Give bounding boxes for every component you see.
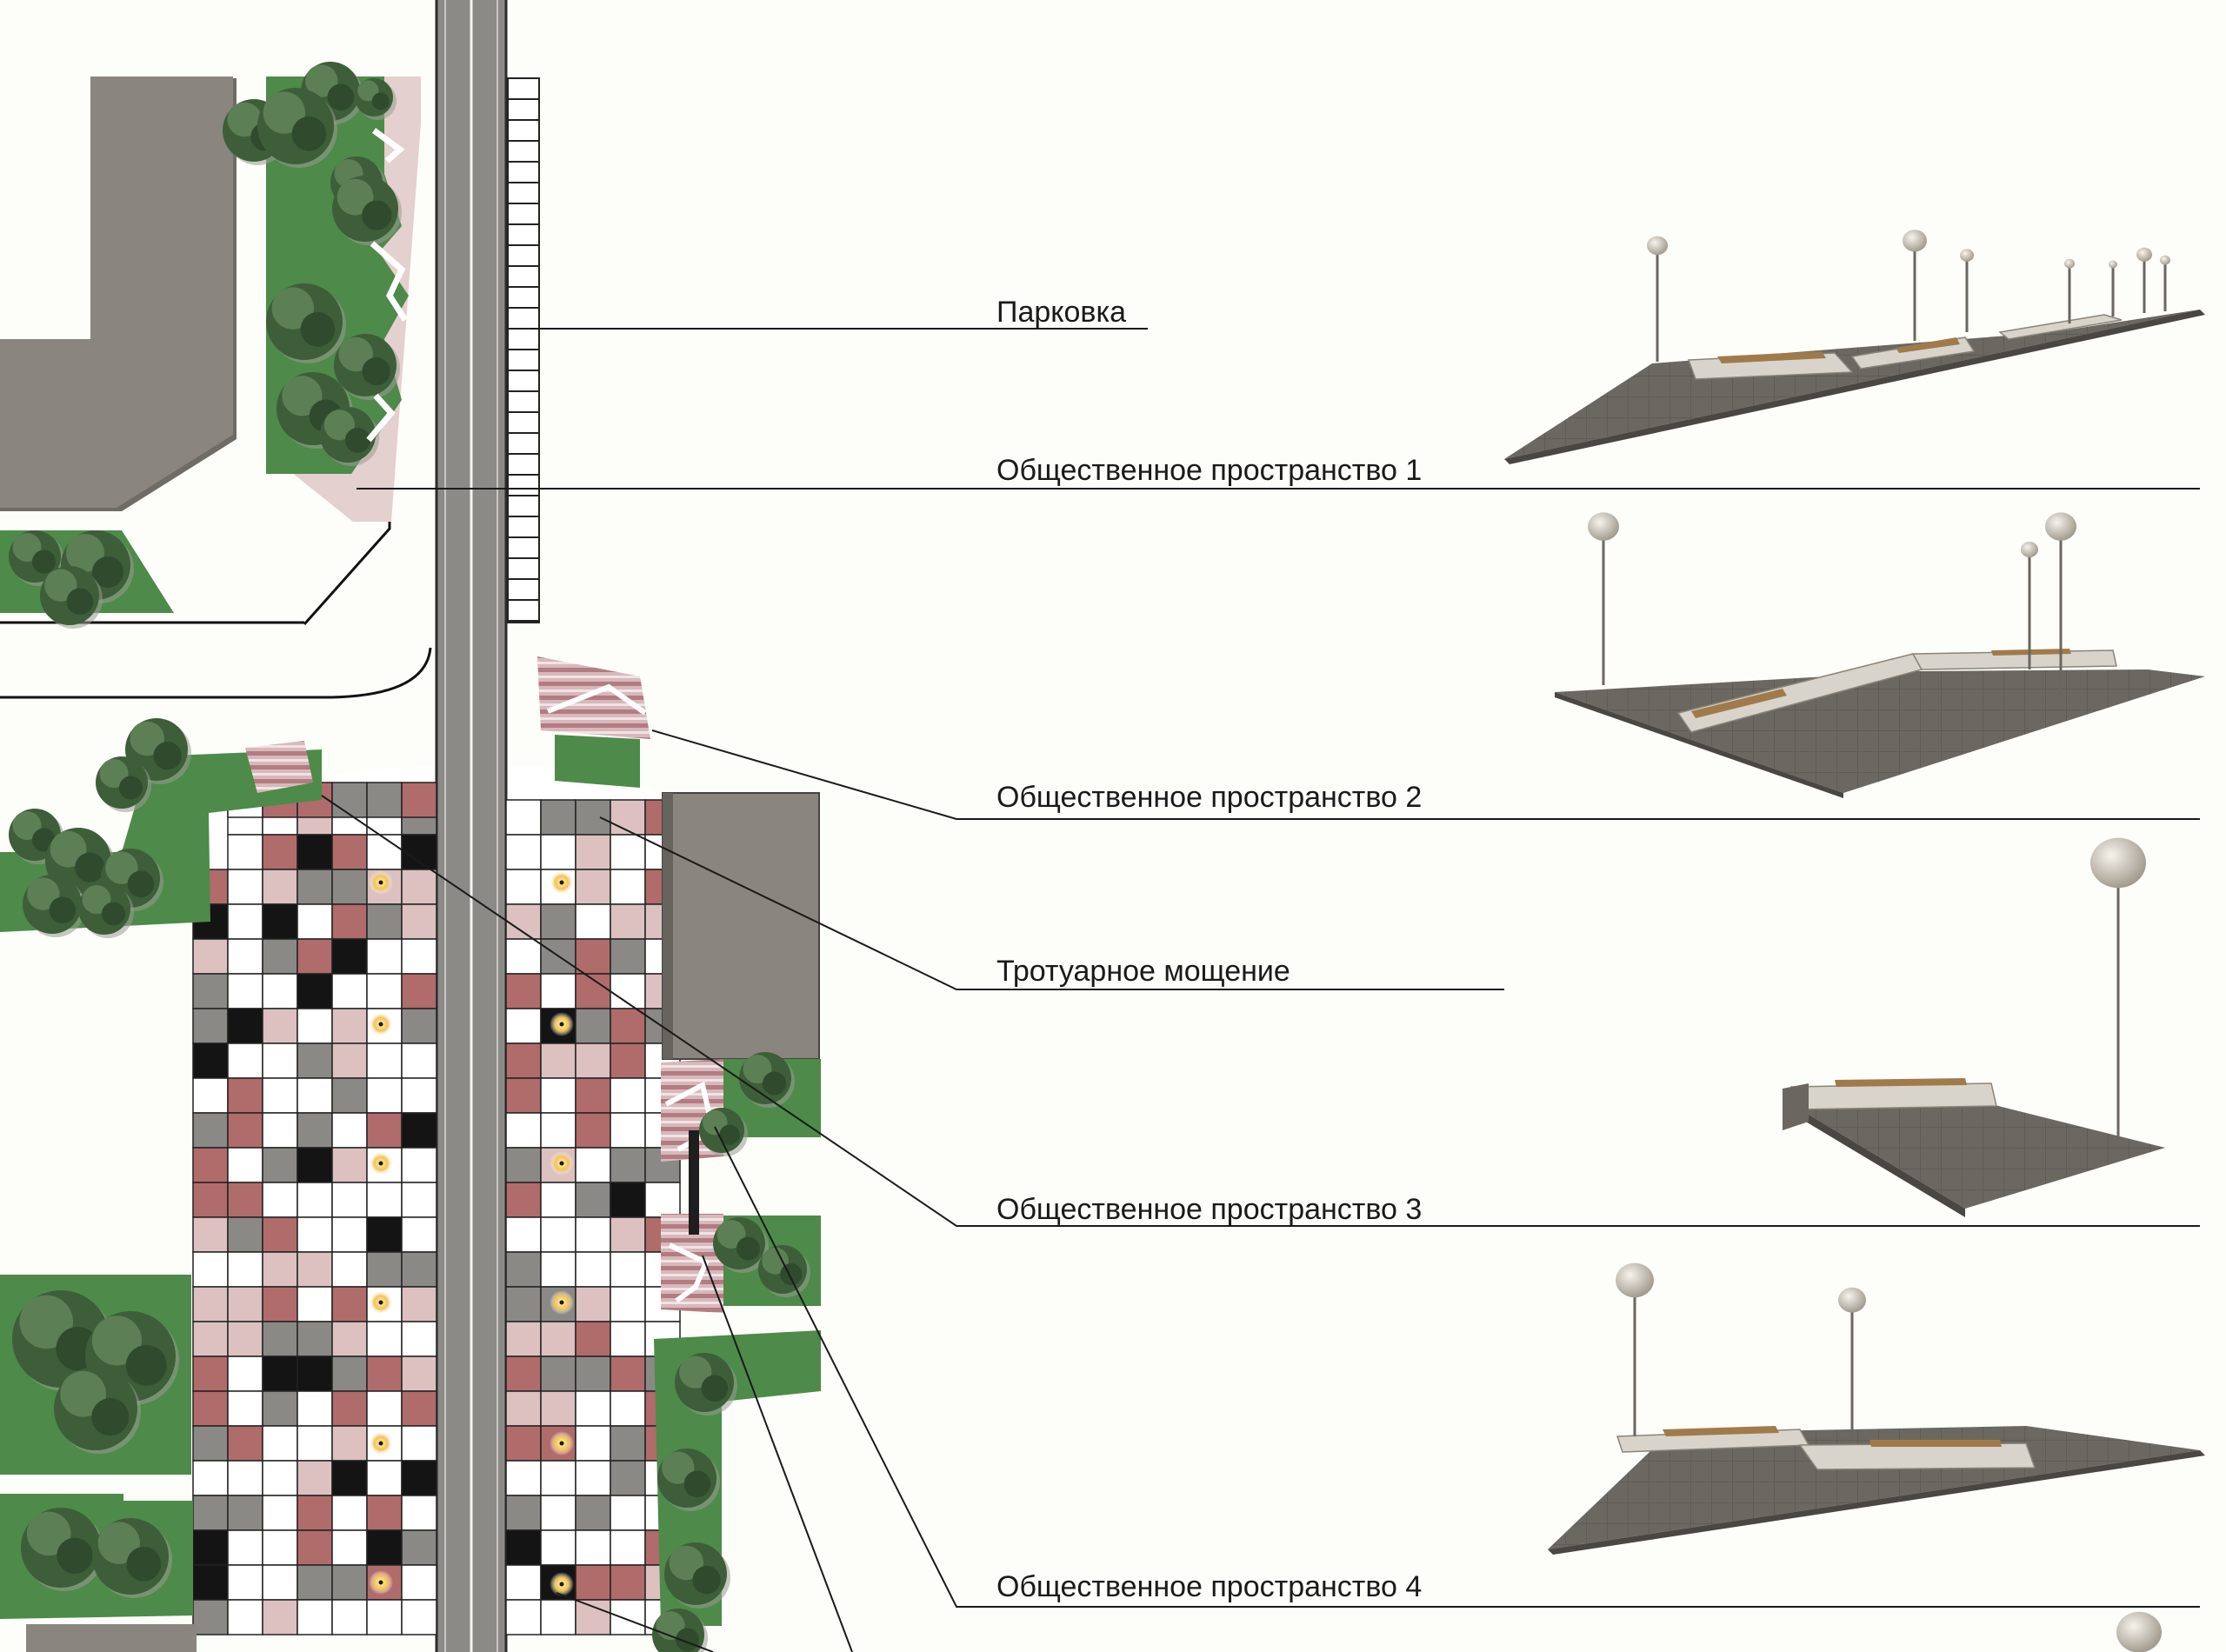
tree-cluster-bottom	[9, 718, 810, 1652]
light-fixture-icon	[550, 870, 574, 895]
label-parking: Парковка	[996, 296, 1127, 329]
street-lamp-icon	[2090, 837, 2146, 1141]
light-fixture-icon	[550, 1290, 574, 1315]
tree-icon	[713, 1217, 769, 1273]
light-fixture-icon	[550, 1431, 574, 1455]
light-fixtures	[369, 870, 574, 1596]
lawn-pavilion	[555, 735, 640, 788]
tree-icon	[266, 283, 346, 363]
tree-icon	[664, 1542, 730, 1609]
street-lamp-icon	[1616, 1262, 1654, 1436]
light-fixture-icon	[550, 1012, 574, 1036]
tree-icon	[23, 875, 85, 937]
tree-icon	[652, 1609, 708, 1652]
label-public-space-3: Общественное пространство 3	[996, 1193, 1423, 1226]
tree-icon	[40, 566, 103, 629]
light-fixture-icon	[369, 1570, 393, 1595]
tree-icon	[332, 176, 402, 245]
tree-icon	[320, 407, 379, 466]
perspective-views	[1504, 230, 2205, 1652]
label-paving: Тротуарное мощение	[996, 955, 1290, 988]
tree-icon	[699, 1108, 748, 1156]
tree-icon	[96, 756, 151, 812]
striped-pavilion-1	[537, 656, 650, 739]
parking-strip	[507, 77, 540, 623]
top-left-building	[0, 77, 237, 511]
plaza-building	[662, 792, 820, 1060]
bench-icon	[1798, 1440, 2036, 1470]
street-lamp-icon	[2160, 255, 2170, 311]
street-lamp-icon	[2136, 247, 2152, 313]
view-public-space-1	[1504, 230, 2205, 464]
light-fixture-icon	[369, 1290, 393, 1315]
bench-icon	[1850, 336, 1976, 370]
bench-icon	[1911, 649, 2117, 670]
light-fixture-icon	[550, 1572, 574, 1596]
light-fixture-icon	[369, 870, 393, 895]
street-lamp-icon	[2109, 260, 2117, 316]
tree-icon	[675, 1353, 737, 1416]
tree-icon	[101, 849, 163, 911]
light-fixture-icon	[369, 1012, 393, 1036]
street-lamp-icon	[2045, 512, 2076, 696]
tree-icon	[21, 1508, 104, 1591]
tree-icon	[739, 1052, 795, 1108]
zigzag-benches-1	[366, 128, 408, 443]
view-public-space-2	[1555, 512, 2205, 798]
street-lamp-icon	[2116, 1611, 2162, 1652]
tree-icon	[657, 1449, 720, 1511]
label-public-space-4: Общественное пространство 4	[996, 1570, 1423, 1603]
tree-icon	[9, 530, 64, 586]
leader-lines	[321, 328, 2200, 1652]
label-public-space-2: Общественное пространство 2	[996, 781, 1423, 814]
street-lamp-icon	[2021, 542, 2038, 669]
bench-icon	[1687, 351, 1854, 380]
street-lamp-icon	[1838, 1287, 1866, 1438]
tree-icon	[92, 1518, 172, 1598]
bench-icon	[1616, 1426, 1810, 1453]
bottom-left-building	[26, 1624, 197, 1652]
tree-icon	[334, 334, 400, 400]
tree-cluster-top	[9, 62, 402, 629]
tree-icon	[54, 1367, 141, 1454]
striped-pavilion-3	[661, 1214, 723, 1313]
street-lamp-icon	[2064, 258, 2075, 323]
view-public-space-3	[1783, 837, 2165, 1217]
street-lamp-icon	[1960, 249, 1974, 332]
tree-icon	[78, 883, 134, 938]
light-fixture-icon	[550, 1151, 574, 1176]
tree-icon	[758, 1245, 810, 1297]
tree-icon	[355, 78, 397, 120]
paving-tile-grid	[192, 782, 681, 1635]
striped-pavilion-4	[245, 741, 313, 793]
light-fixture-icon	[369, 1431, 393, 1455]
tree-icon	[257, 88, 337, 168]
label-public-space-1: Общественное пространство 1	[996, 454, 1423, 487]
light-fixture-icon	[369, 1151, 393, 1176]
bench-icon	[1790, 1078, 1997, 1110]
street-lamp-icon	[1903, 230, 1927, 341]
main-road	[435, 0, 508, 1652]
view-public-space-4	[1548, 1262, 2205, 1555]
street-lamp-icon	[1588, 512, 1619, 685]
street-lamp-icon	[1647, 236, 1668, 362]
